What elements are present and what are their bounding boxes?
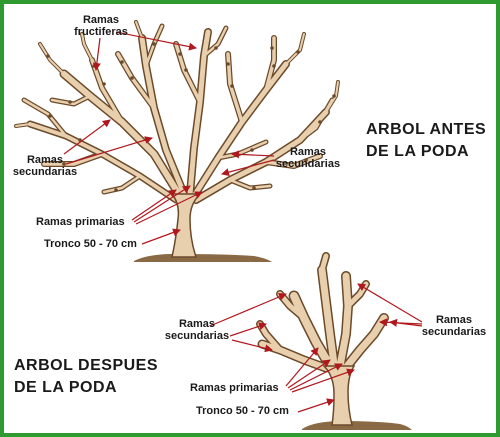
arrow-prim-bot-3 xyxy=(289,363,343,391)
arrow-sec-right-2 xyxy=(221,159,275,177)
title-after-line2: DE LA PODA xyxy=(14,379,118,396)
arrow-fructiferas-1 xyxy=(115,31,197,51)
label-bottom-secundarias-left-line2: secundarias xyxy=(164,330,230,342)
arrow-prim-top-2 xyxy=(133,185,191,223)
label-top-secundarias-left: Ramas secundarias xyxy=(10,154,80,178)
arrow-sec-bl-2 xyxy=(229,322,267,337)
label-top-secundarias-left-line2: secundarias xyxy=(12,166,78,178)
trunk-bottom xyxy=(322,365,356,426)
label-top-secundarias-right-line1: Ramas xyxy=(289,146,327,158)
ground-bottom xyxy=(302,421,412,430)
label-ramas-fructiferas-line1: Ramas xyxy=(82,14,120,26)
label-bottom-tronco: Tronco 50 - 70 cm xyxy=(196,405,289,417)
label-top-ramas-primarias: Ramas primarias xyxy=(36,216,125,228)
arrow-prim-top-3 xyxy=(135,191,203,225)
tree-before-pruning xyxy=(14,20,340,262)
label-ramas-fructiferas-line2: fructiferas xyxy=(74,26,128,38)
arrow-prim-top-1 xyxy=(131,189,177,221)
arrow-prim-bot-1 xyxy=(285,347,319,387)
label-ramas-fructiferas: Ramas fructiferas xyxy=(66,14,136,38)
arrow-sec-left-2 xyxy=(65,136,153,165)
label-top-secundarias-right: Ramas secundarias xyxy=(272,146,344,170)
pointer-arrows xyxy=(63,31,423,413)
ground-top xyxy=(134,253,272,262)
arrow-prim-bot-2 xyxy=(287,359,331,389)
label-bottom-secundarias-right: Ramas secundarias xyxy=(418,314,490,338)
tree-after-pruning xyxy=(256,252,412,430)
arrow-tronco-top xyxy=(141,228,181,245)
branches-bottom-fill xyxy=(257,253,388,374)
label-bottom-secundarias-right-line1: Ramas xyxy=(435,314,473,326)
trunk-top xyxy=(170,193,202,258)
label-bottom-secundarias-left: Ramas secundarias xyxy=(162,318,232,342)
arrow-sec-bl-1 xyxy=(209,293,287,327)
arrow-fructiferas-2 xyxy=(92,37,101,71)
arrow-sec-left-1 xyxy=(63,119,111,155)
label-top-secundarias-left-line1: Ramas xyxy=(26,154,64,166)
arrow-sec-right-1 xyxy=(231,150,275,159)
title-after-line1: ARBOL DESPUES xyxy=(14,357,159,374)
fruit-buds-top xyxy=(46,42,336,192)
title-before-line2: DE LA PODA xyxy=(366,143,470,160)
arrow-prim-bot-4 xyxy=(291,368,355,393)
arrow-sec-br-1 xyxy=(357,283,423,323)
label-bottom-ramas-primarias: Ramas primarias xyxy=(190,382,279,394)
title-before-line1: ARBOL ANTES xyxy=(366,121,487,138)
pruning-diagram xyxy=(14,20,423,430)
label-top-tronco: Tronco 50 - 70 cm xyxy=(44,238,137,250)
arrow-sec-br-3 xyxy=(389,318,423,327)
arrow-sec-bl-3 xyxy=(231,339,273,353)
branches-top-fill xyxy=(15,21,339,203)
label-top-secundarias-right-line2: secundarias xyxy=(275,158,341,170)
label-bottom-secundarias-left-line1: Ramas xyxy=(178,318,216,330)
label-bottom-secundarias-right-line2: secundarias xyxy=(421,326,487,338)
arrow-tronco-bot xyxy=(297,398,335,413)
